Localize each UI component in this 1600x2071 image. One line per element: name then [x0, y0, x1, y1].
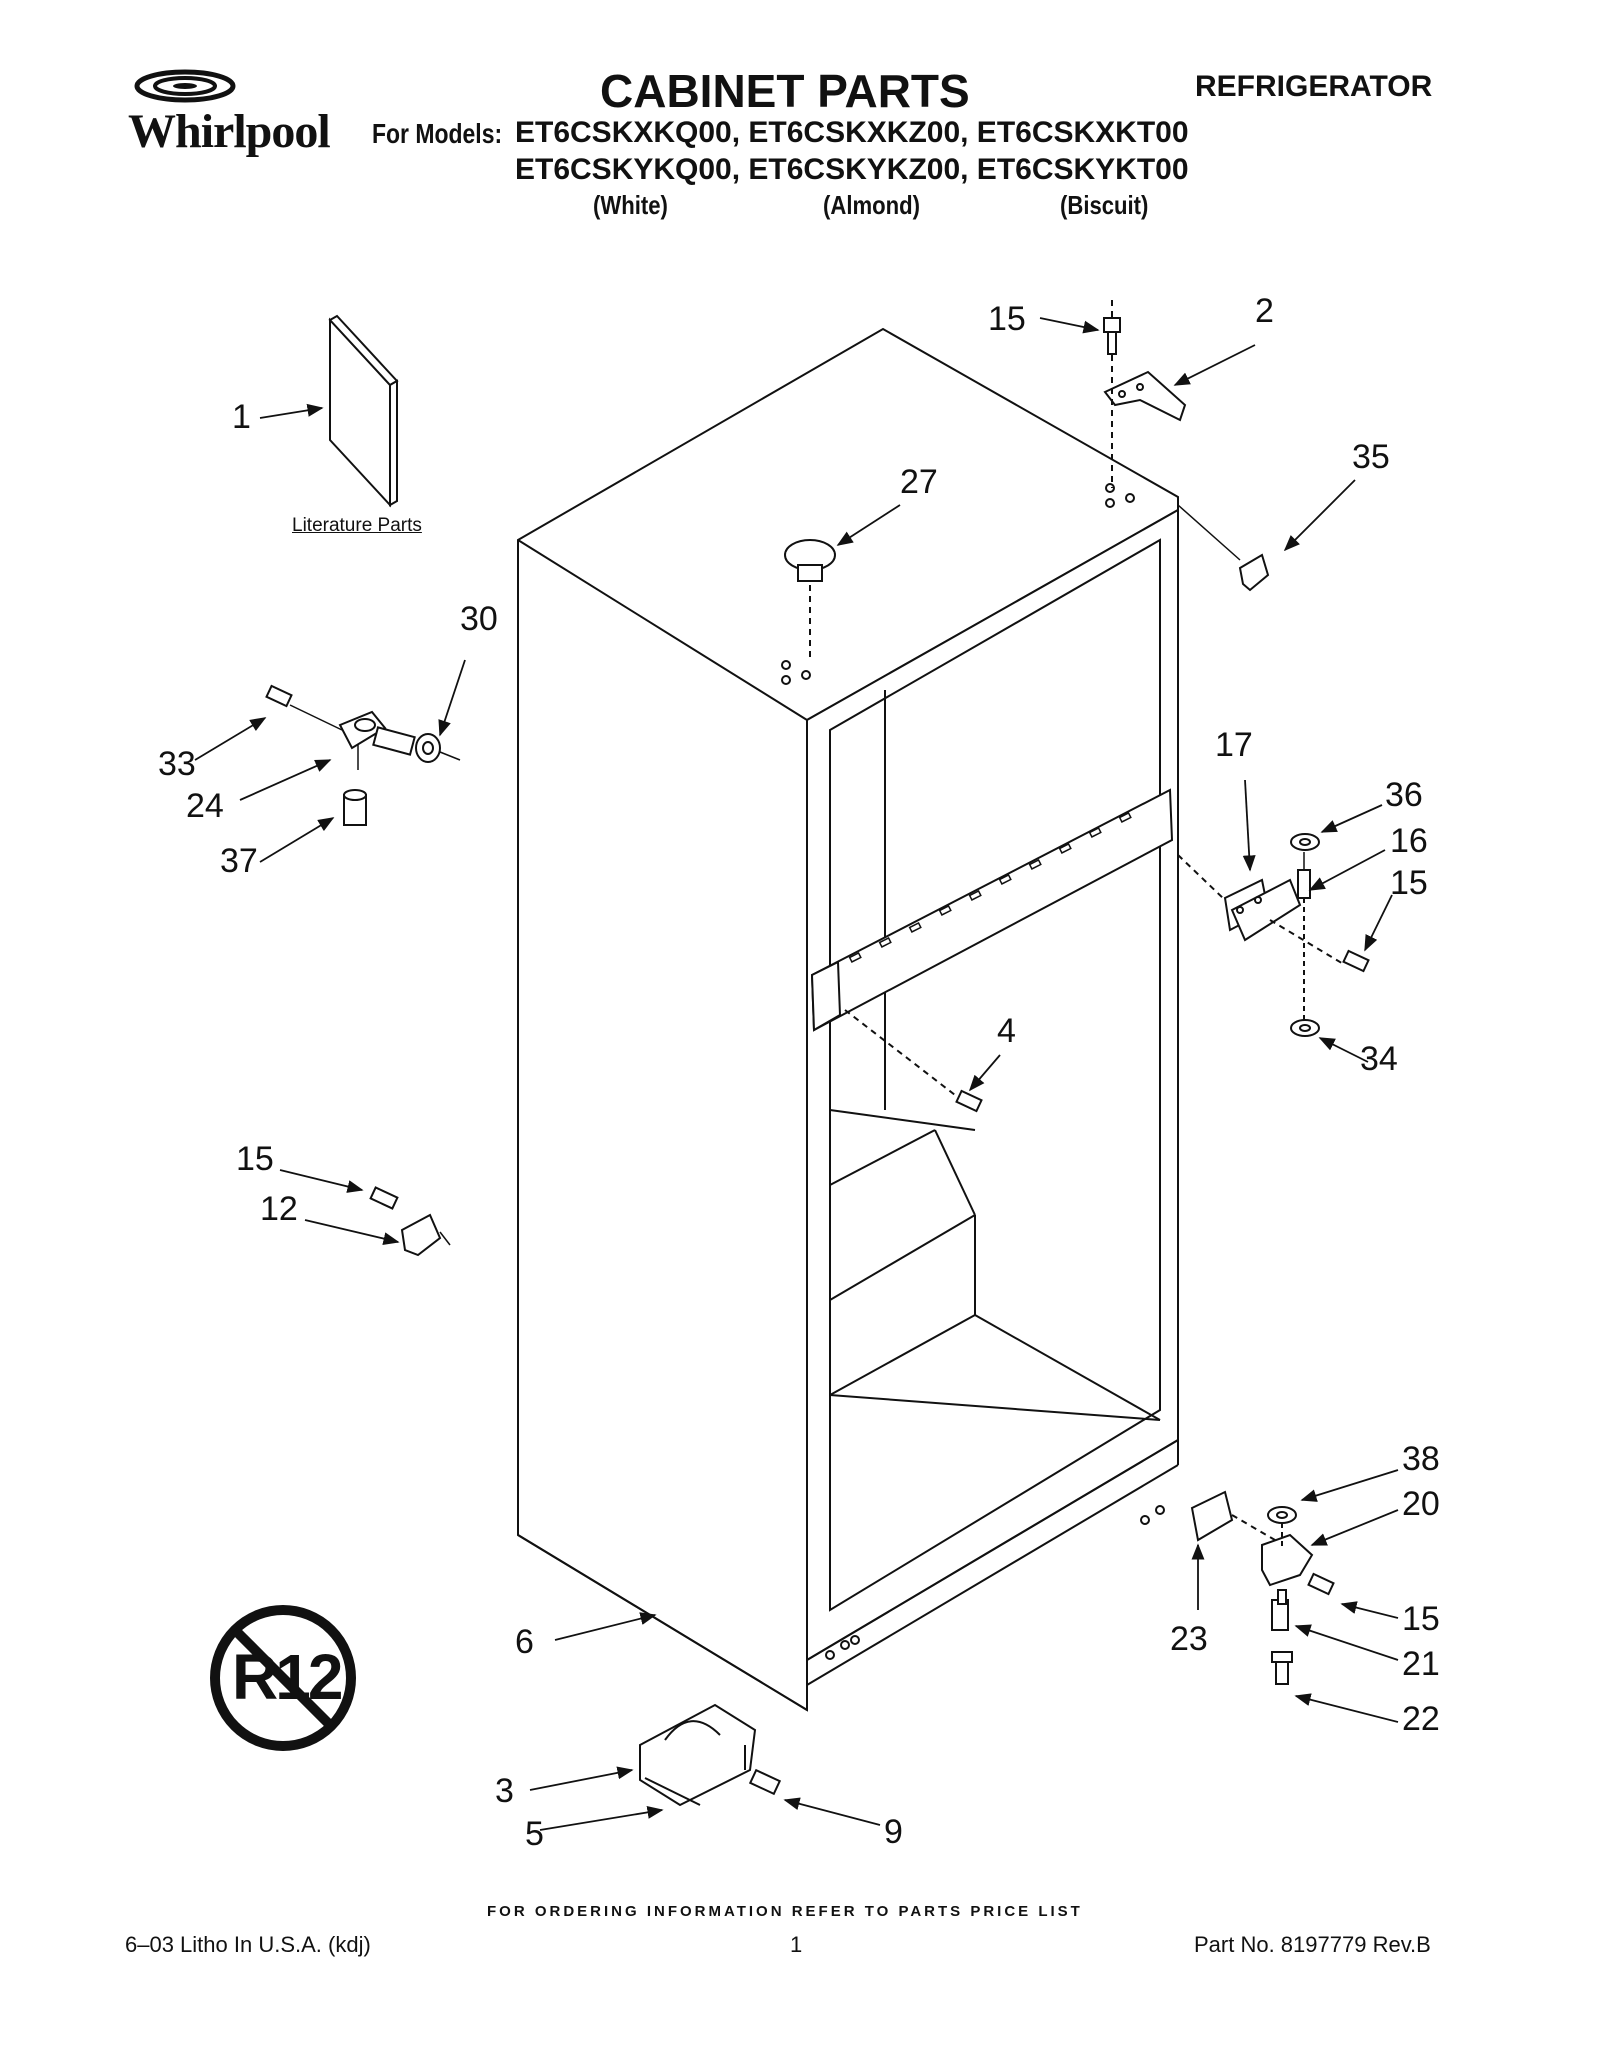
cabinet-top-holes — [781, 483, 1165, 1660]
literature-parts-booklet — [328, 314, 399, 508]
callout-35: 35 — [1352, 438, 1390, 476]
callout-16: 16 — [1390, 822, 1428, 860]
color-note-almond: (Almond) — [823, 190, 920, 220]
leader-lines — [194, 317, 1399, 1831]
callout-30: 30 — [460, 600, 498, 638]
callout-38: 38 — [1402, 1440, 1440, 1478]
rail-slots — [848, 811, 1132, 963]
callout-17: 17 — [1215, 726, 1253, 764]
part-number: Part No. 8197779 Rev.B — [1194, 1932, 1431, 1957]
page-title: CABINET PARTS — [600, 65, 970, 117]
left-clip-assembly — [369, 1186, 451, 1257]
rail-screw — [844, 1009, 983, 1113]
color-note-biscuit: (Biscuit) — [1060, 190, 1149, 220]
callout-36: 36 — [1385, 776, 1423, 814]
litho-note: 6–03 Litho In U.S.A. (kdj) — [125, 1932, 371, 1957]
callout-15-top: 15 — [988, 300, 1026, 338]
whirlpool-swirl-icon — [134, 69, 236, 103]
callout-4: 4 — [997, 1012, 1016, 1050]
callout-27: 27 — [900, 463, 938, 501]
models-label: For Models: — [372, 118, 503, 149]
callout-33: 33 — [158, 745, 196, 783]
models-line-2: ET6CSKYKQ00, ET6CSKYKZ00, ET6CSKYKT00 — [515, 153, 1189, 186]
bottom-hinge-assembly — [1190, 1490, 1335, 1685]
callout-20: 20 — [1402, 1485, 1440, 1523]
callout-3: 3 — [495, 1772, 514, 1810]
callout-15-left: 15 — [236, 1140, 274, 1178]
ordering-note: FOR ORDERING INFORMATION REFER TO PARTS … — [487, 1903, 1083, 1920]
top-plug — [784, 539, 836, 660]
callout-1: 1 — [232, 398, 251, 436]
bottom-leveler-assembly — [639, 1703, 782, 1807]
literature-parts-label: Literature Parts — [292, 515, 422, 536]
top-hinge-bracket — [1103, 300, 1187, 488]
callout-12: 12 — [260, 1190, 298, 1228]
callout-22: 22 — [1402, 1700, 1440, 1738]
appliance-type: REFRIGERATOR — [1195, 70, 1433, 103]
models-line-1: ET6CSKXKQ00, ET6CSKXKZ00, ET6CSKXKT00 — [515, 116, 1189, 149]
callout-15-center: 15 — [1390, 864, 1428, 902]
callout-21: 21 — [1402, 1645, 1440, 1683]
callout-2: 2 — [1255, 292, 1274, 330]
whirlpool-logo-text: Whirlpool — [128, 105, 331, 158]
callout-23: 23 — [1170, 1620, 1208, 1658]
brand-logo: Whirlpool — [120, 62, 370, 172]
callout-34: 34 — [1360, 1040, 1398, 1078]
left-hinge-assembly — [265, 684, 461, 826]
hinge-cover — [1238, 553, 1270, 592]
cabinet-shell — [517, 327, 1179, 1712]
no-r12-text: R12 — [232, 1641, 343, 1713]
center-hinge-assembly — [1177, 833, 1370, 1037]
center-rail — [810, 788, 1174, 1032]
color-note-white: (White) — [593, 190, 668, 220]
callout-5: 5 — [525, 1815, 544, 1853]
callout-6: 6 — [515, 1623, 534, 1661]
no-r12-symbol — [210, 1605, 356, 1751]
page-number: 1 — [790, 1932, 803, 1957]
callout-9: 9 — [884, 1813, 903, 1851]
callout-15-bottom: 15 — [1402, 1600, 1440, 1638]
callout-37: 37 — [220, 842, 258, 880]
callout-24: 24 — [186, 787, 224, 825]
